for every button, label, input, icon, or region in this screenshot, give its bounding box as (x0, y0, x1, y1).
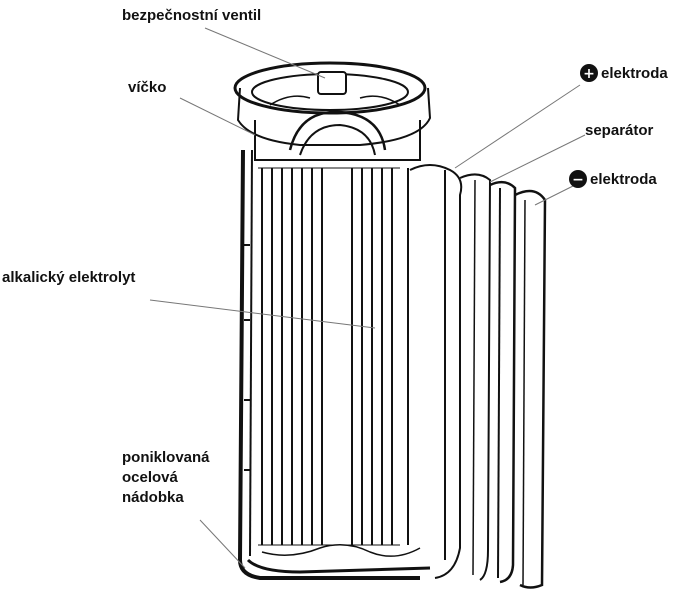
minus-symbol: − (572, 172, 584, 188)
label-electrolyte: alkalický elektrolyt (2, 269, 135, 286)
leader-positive-electrode (455, 85, 580, 168)
electrode-plates (244, 168, 400, 545)
label-container-line3: nádobka (122, 489, 184, 506)
negative-electrode-label-group: − elektroda (569, 170, 657, 188)
safety-valve-shape (318, 72, 346, 94)
cap-assembly (235, 63, 430, 160)
label-container-line1: poniklovaná (122, 449, 210, 466)
plus-symbol: + (583, 66, 595, 82)
label-safety-valve: bezpečnostní ventil (122, 7, 261, 24)
label-container-line2: ocelová (122, 469, 179, 486)
steel-can (240, 150, 430, 578)
leader-cap (180, 98, 255, 135)
label-separator: separátor (585, 122, 654, 139)
label-cap: víčko (128, 79, 166, 96)
rolled-layers (410, 165, 545, 588)
positive-electrode-label-group: + elektroda (580, 64, 668, 82)
label-negative-electrode: elektroda (590, 171, 657, 188)
label-positive-electrode: elektroda (601, 65, 668, 82)
